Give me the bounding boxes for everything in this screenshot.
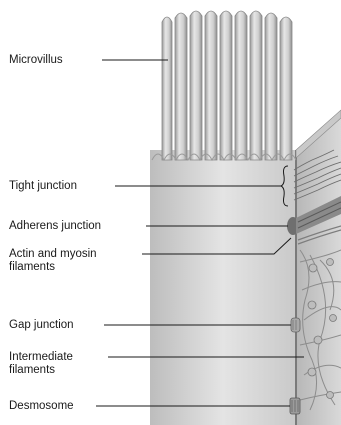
label-intermediate-line1: Intermediate	[9, 351, 73, 364]
gap-junction	[291, 318, 300, 332]
label-intermediate-line2: filaments	[9, 364, 55, 377]
label-actin-myosin-line2: filaments	[9, 261, 55, 274]
label-desmosome: Desmosome	[9, 400, 74, 413]
label-microvillus: Microvillus	[9, 54, 63, 67]
label-adherens-junction: Adherens junction	[9, 220, 101, 233]
microvilli	[152, 11, 296, 160]
label-actin-myosin-line1: Actin and myosin	[9, 248, 97, 261]
cell-body	[150, 150, 296, 425]
label-gap-junction: Gap junction	[9, 319, 74, 332]
desmosome	[290, 398, 300, 414]
label-tight-junction: Tight junction	[9, 180, 77, 193]
